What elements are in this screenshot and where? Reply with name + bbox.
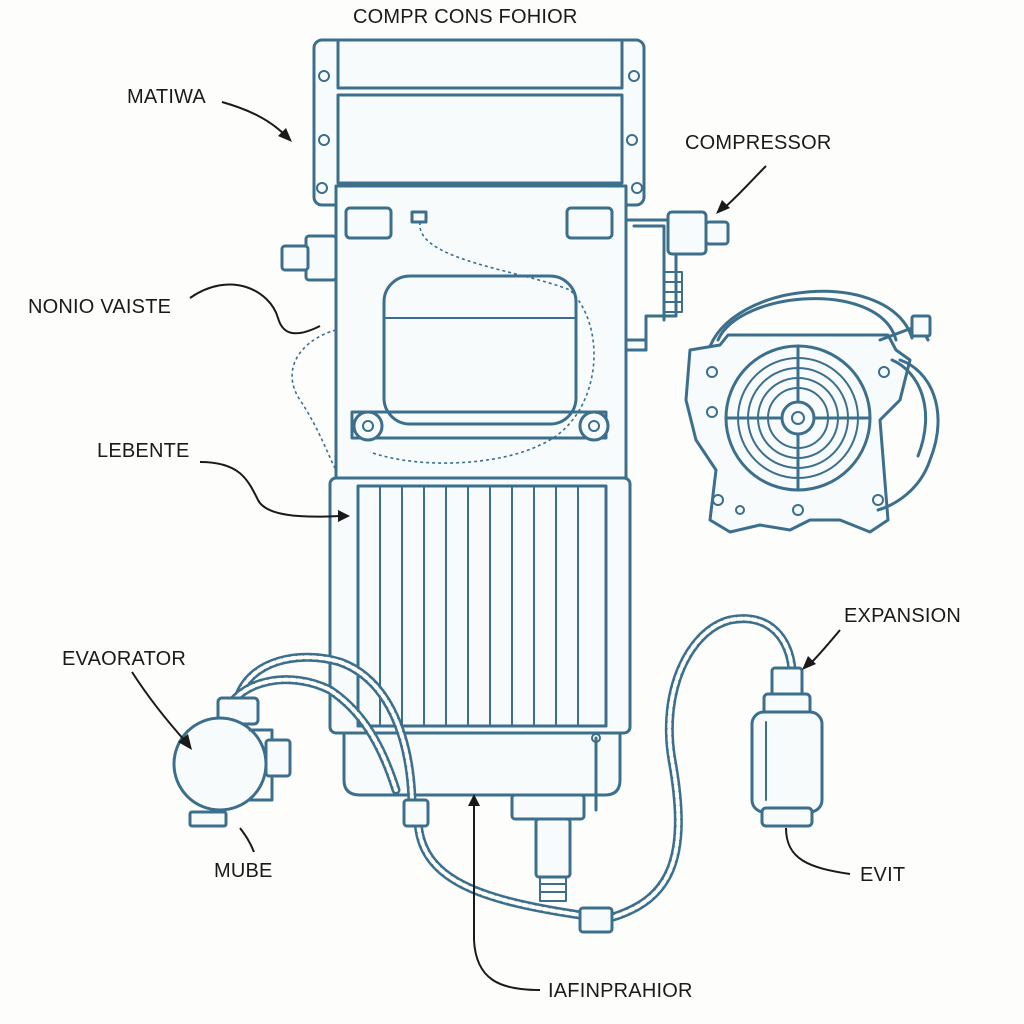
- label-iafinprahior: IAFINPRAHIOR: [548, 980, 693, 1002]
- label-nonio-vaiste: NONIO VAISTE: [28, 296, 172, 318]
- hoses: [221, 614, 797, 934]
- label-lebente: LEBENTE: [97, 440, 190, 462]
- main-body: [280, 184, 628, 488]
- top-housing: [312, 38, 646, 207]
- leader-lines: [131, 101, 851, 991]
- evaporator-bulb: [172, 696, 292, 828]
- diagram-title: COMPR CONS FOHIOR: [353, 6, 578, 28]
- discharge-tube: [624, 210, 730, 352]
- label-evaorator: EVAORATOR: [62, 648, 187, 670]
- compressor-unit: [684, 289, 940, 534]
- expansion-canister: [750, 666, 824, 828]
- label-mube: MUBE: [214, 860, 273, 882]
- label-evit: EVIT: [860, 864, 906, 886]
- fin-block: [328, 476, 632, 902]
- label-compressor: COMPRESSOR: [685, 132, 832, 154]
- label-matiwa: MATIWA: [127, 86, 206, 108]
- label-expansion: EXPANSION: [844, 605, 962, 627]
